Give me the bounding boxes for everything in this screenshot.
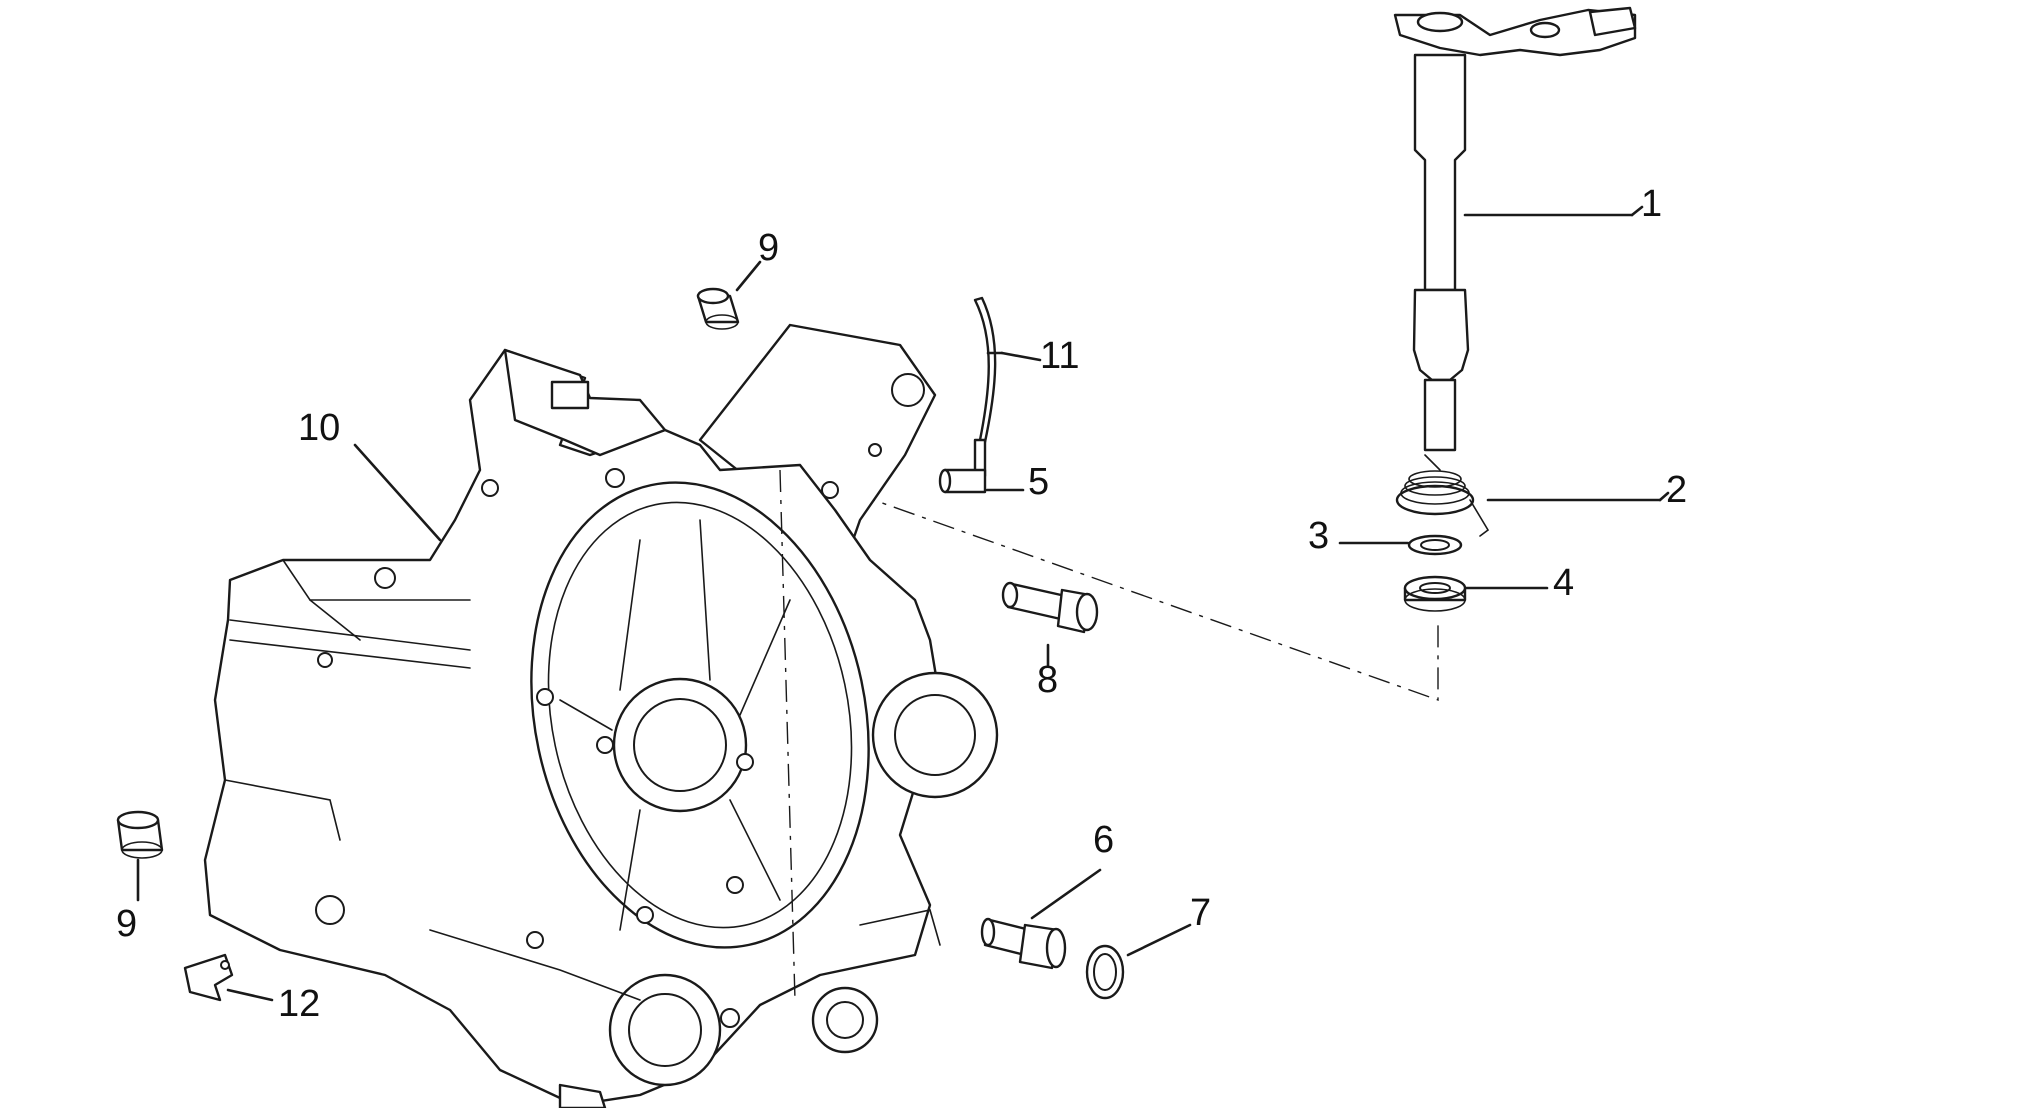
sealing-washer xyxy=(1085,944,1125,1000)
kickstart-shaft xyxy=(1393,6,1637,452)
callout-12: 12 xyxy=(278,983,320,1025)
hose-clamp xyxy=(183,953,234,1002)
kick-spring xyxy=(1395,454,1490,537)
crankcase-half xyxy=(203,323,999,1108)
callout-labels: 1 2 3 4 5 6 7 8 9 9 10 11 12 xyxy=(116,183,1687,1025)
leader-lines xyxy=(136,205,1670,1002)
hose xyxy=(973,296,997,444)
callout-9-top: 9 xyxy=(758,227,779,269)
bushing-bottom xyxy=(116,810,164,859)
callout-11: 11 xyxy=(1040,335,1079,377)
callout-3: 3 xyxy=(1308,515,1329,557)
elbow-fitting xyxy=(938,438,987,494)
callout-4: 4 xyxy=(1553,562,1574,604)
drain-bolt xyxy=(980,917,1067,970)
callout-5: 5 xyxy=(1028,461,1049,503)
oil-seal xyxy=(1403,575,1467,612)
callout-7: 7 xyxy=(1190,892,1211,934)
callout-1: 1 xyxy=(1641,183,1662,225)
callout-9-bottom: 9 xyxy=(116,903,137,945)
callout-8: 8 xyxy=(1037,659,1058,701)
bushing-top xyxy=(696,287,740,330)
hex-socket-bolt xyxy=(1001,581,1099,634)
callout-6: 6 xyxy=(1093,819,1114,861)
flat-washer xyxy=(1407,534,1463,556)
callout-2: 2 xyxy=(1666,469,1687,511)
callout-10: 10 xyxy=(298,407,340,449)
